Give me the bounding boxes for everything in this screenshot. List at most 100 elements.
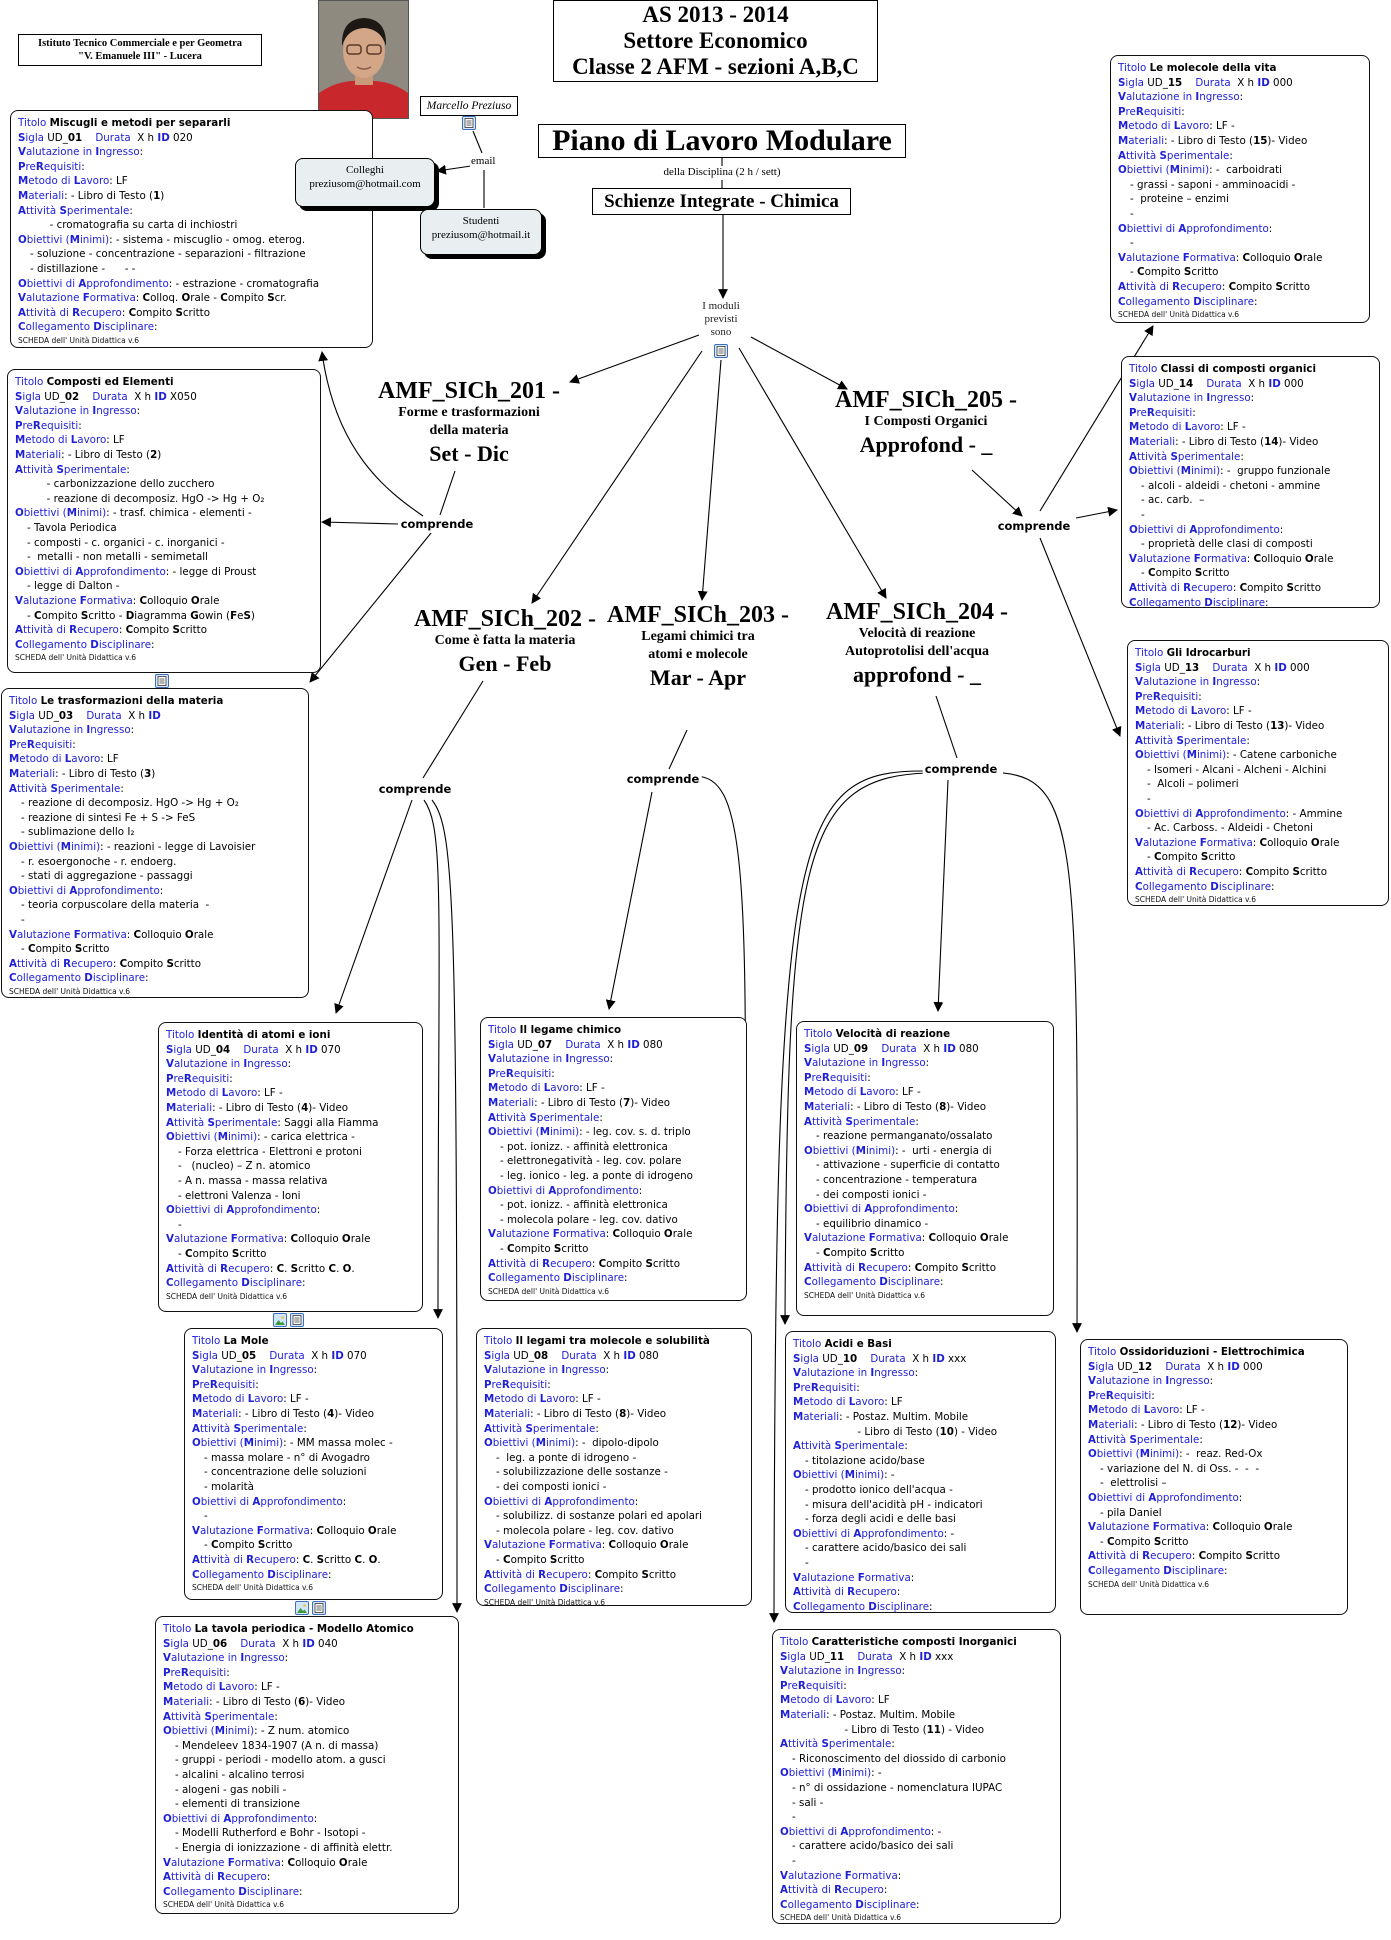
bold-initial: S xyxy=(231,1247,240,1260)
label-attivita: Attività Sperimentale xyxy=(15,463,127,476)
sigla-number: 10 xyxy=(842,1352,858,1365)
label-titolo: Titolo xyxy=(793,1338,822,1350)
unit-card-ud08[interactable]: Titolo Il legami tra molecole e solubili… xyxy=(476,1328,752,1606)
label-valutazione-ingresso: Valutazione in Ingresso xyxy=(163,1652,285,1665)
attachment-document-icon[interactable] xyxy=(312,1601,326,1615)
bold-initial: S xyxy=(641,1568,649,1581)
bold-initial: A xyxy=(15,463,23,476)
label-formativa: Valutazione Formativa xyxy=(192,1524,310,1537)
unit-card-ud11[interactable]: Titolo Caratteristiche composti Inorgani… xyxy=(772,1629,1061,1924)
attachment-document-icon[interactable] xyxy=(714,344,728,358)
label-colon: : xyxy=(579,1082,587,1095)
bold-initial: C xyxy=(804,1276,812,1289)
value-minimi: - distillazione - - - xyxy=(30,262,136,275)
field-materiali-cont: - Libro di Testo (10) - Video xyxy=(793,1425,1049,1440)
label-colon: : xyxy=(1252,836,1260,849)
module-code: AMF_SICh_203 - xyxy=(606,602,790,628)
label-recupero: Attività di Recupero xyxy=(793,1586,897,1599)
label-attivita: Attività Sperimentale xyxy=(780,1738,892,1751)
label-attivita: Attività Sperimentale xyxy=(192,1422,304,1435)
label-id: ID xyxy=(331,1350,343,1362)
field-approf-cont: - xyxy=(9,913,302,928)
label-colon: : xyxy=(78,419,82,432)
field-metodo: Metodo di Lavoro: LF xyxy=(15,433,314,448)
bold-initial: A xyxy=(15,624,23,637)
label-recupero: Attività di Recupero xyxy=(9,957,113,970)
label-colon: : xyxy=(1246,552,1254,565)
bold-initial: D xyxy=(936,1352,945,1365)
value-minimi: - reazioni - legge di Lavoisier xyxy=(106,840,256,853)
attachment-image-icon[interactable] xyxy=(273,1313,287,1327)
bold-initial: C xyxy=(18,321,26,334)
label-valutazione-ingresso: Valutazione in Ingresso xyxy=(1118,91,1240,104)
bold-initial: D xyxy=(335,1349,344,1362)
bold-initial: A xyxy=(163,1871,171,1884)
value-metodo: LF - xyxy=(261,1681,280,1694)
attachment-document-icon[interactable] xyxy=(290,1313,304,1327)
bold-initial: F xyxy=(230,609,238,622)
value-minimi: - concentrazione - temperatura xyxy=(816,1173,978,1186)
unit-card-ud06[interactable]: Titolo La tavola periodica - Modello Ato… xyxy=(155,1616,459,1914)
value-minimi: - xyxy=(877,1767,882,1780)
field-formativa: Valutazione Formativa: Colloquio Orale xyxy=(163,1856,452,1871)
label-colon: : xyxy=(1198,690,1202,703)
value-approf: - xyxy=(1130,237,1134,250)
bold-initial: V xyxy=(793,1571,801,1584)
colleghi-email[interactable]: preziusom@hotmail.com xyxy=(309,178,421,190)
bold-initial: R xyxy=(797,1679,806,1692)
label-colon: : xyxy=(826,1708,833,1721)
field-approf: Obiettivi di Approfondimento: - xyxy=(793,1527,1049,1542)
bold-initial: R xyxy=(1172,280,1181,293)
label-colon: : xyxy=(266,1871,274,1884)
bold-initial: C xyxy=(1154,851,1162,864)
bold-initial: C xyxy=(128,306,137,319)
studenti-email-node[interactable]: Studenti preziusom@hotmail.it xyxy=(420,209,542,255)
author-name: Marcello Preziuso xyxy=(420,96,518,116)
field-formativa: Valutazione Formativa: Colloquio Orale xyxy=(9,928,302,943)
card-footer: SCHEDA dell' Unità Didattica v.6 xyxy=(1088,1579,1210,1589)
bold-initial: O xyxy=(1088,1491,1097,1504)
module-code: AMF_SICh_202 - xyxy=(413,606,597,632)
space xyxy=(844,1651,857,1663)
value-metodo: LF - xyxy=(582,1393,601,1406)
field-minimi: Obiettivi (Minimi): - trasf. chimica - e… xyxy=(15,506,314,521)
colleghi-email-node[interactable]: Colleghi preziusom@hotmail.com xyxy=(295,158,435,207)
bold-initial: I xyxy=(919,1650,924,1663)
studenti-email[interactable]: preziusom@hotmail.it xyxy=(431,229,531,241)
label-colon: : xyxy=(856,1381,860,1394)
value-minimi: - xyxy=(1141,508,1145,521)
label-metodo: Metodo di Lavoro xyxy=(804,1086,896,1099)
value-minimi: - Alcoli – polimeri xyxy=(1147,778,1239,791)
attachment-image-icon[interactable] xyxy=(295,1601,309,1615)
label-colon: : xyxy=(1239,91,1244,104)
bold-initial: S xyxy=(1153,1535,1162,1548)
field-minimi-cont: - leg. ionico - leg. a ponte di idrogeno xyxy=(488,1169,740,1184)
sigla-prefix: UD_ xyxy=(510,1349,534,1362)
bold-initial: O xyxy=(1118,164,1127,177)
bold-initial: 3 xyxy=(1277,719,1285,732)
attachment-document-icon[interactable] xyxy=(462,116,476,130)
value-materiali: - Libro di Testo (4)- Video xyxy=(244,1407,375,1420)
bold-initial: 1 xyxy=(939,1425,947,1438)
attachment-document-icon[interactable] xyxy=(155,674,169,688)
durata-value: X h xyxy=(127,390,155,403)
label-approf: Obiettivi di Approfondimento xyxy=(1088,1491,1239,1504)
bold-initial: O xyxy=(181,292,191,305)
